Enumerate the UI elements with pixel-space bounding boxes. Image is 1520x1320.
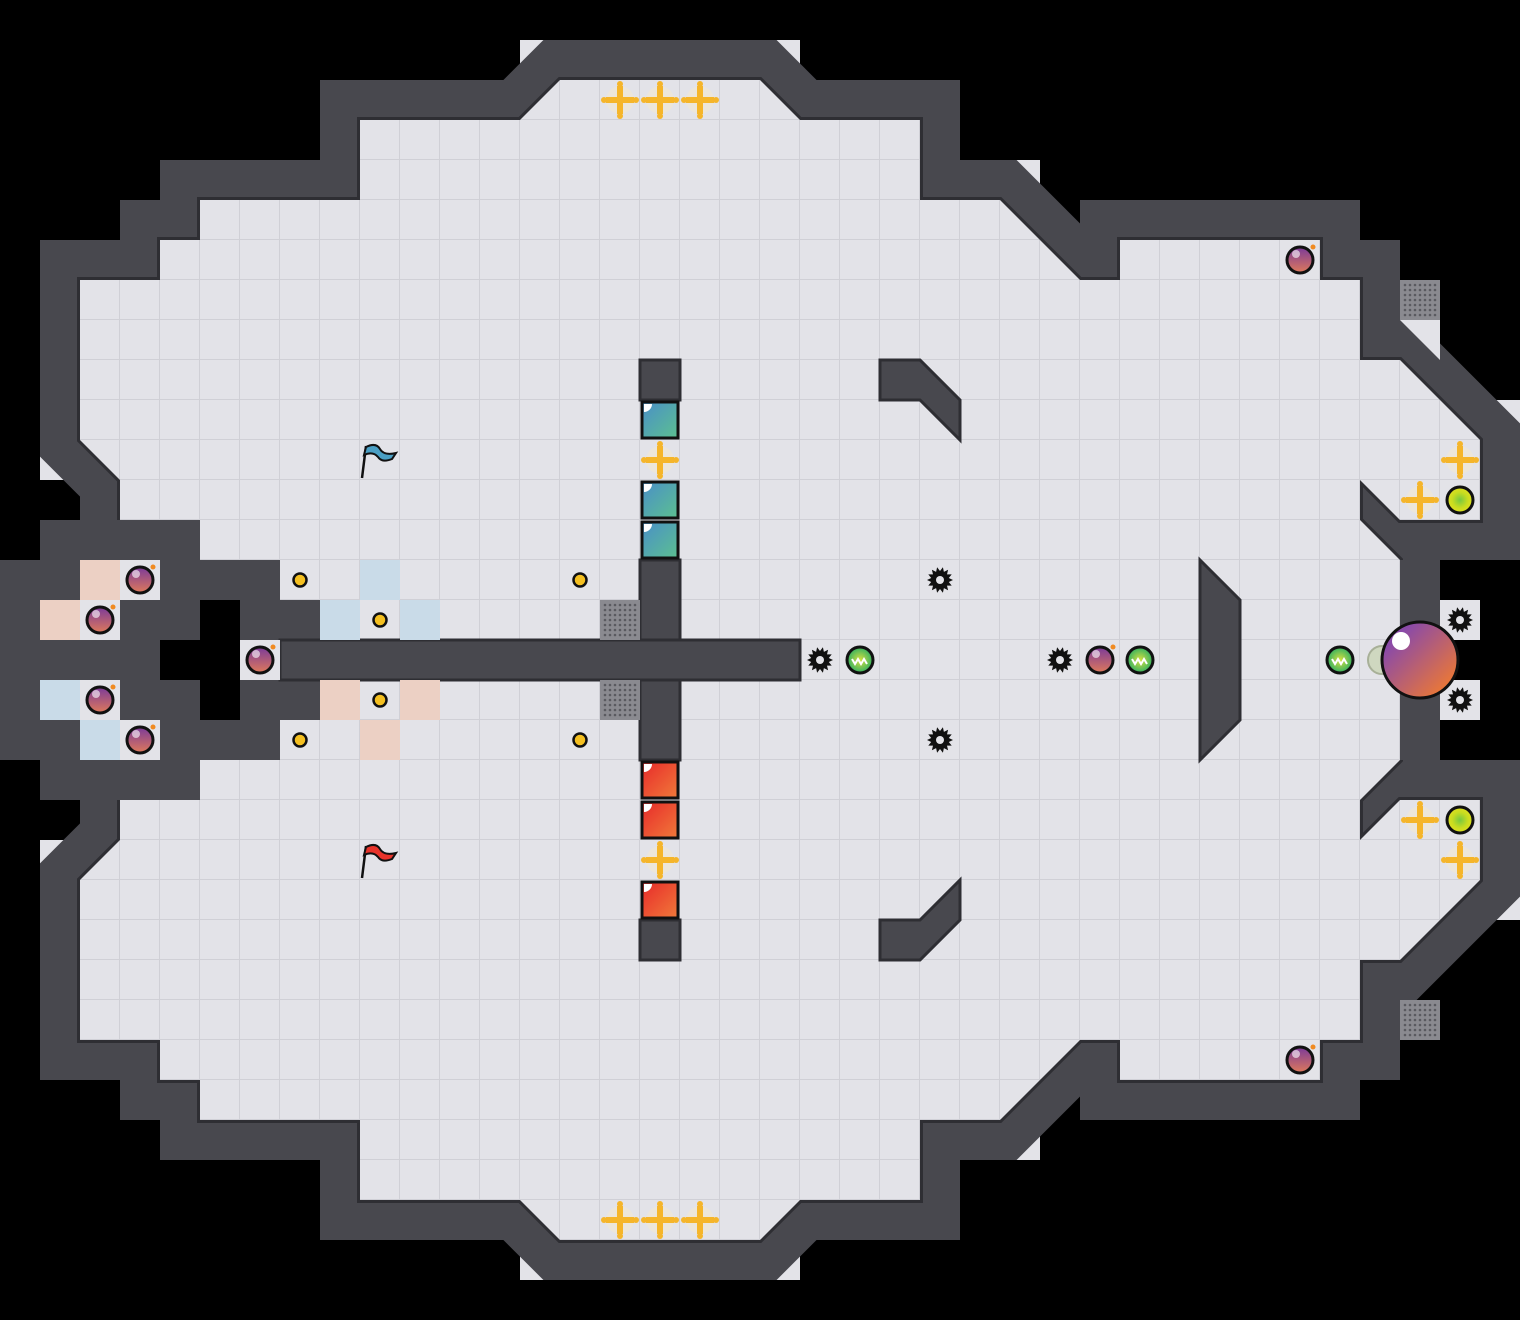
powerup-icon [1325, 645, 1355, 675]
grate-icon [1400, 280, 1440, 320]
walls [0, 40, 1520, 1280]
button-icon [572, 732, 588, 748]
bomb-icon [1085, 644, 1116, 675]
interior-wall [878, 876, 962, 962]
blue-gate-icon [640, 400, 680, 440]
blue-gate-icon [640, 480, 680, 520]
spike-icon [807, 647, 833, 673]
spike-icon [927, 727, 953, 753]
button-icon [292, 732, 308, 748]
red-gate-icon [640, 800, 680, 840]
boost-icon [601, 1201, 639, 1239]
red-team-tile [40, 600, 80, 640]
boost-icon [1441, 441, 1479, 479]
button-icon [292, 572, 308, 588]
left-pocket-wall [40, 760, 200, 800]
red-team-tile [80, 560, 120, 600]
button-icon [372, 692, 388, 708]
spike-icon [1447, 607, 1473, 633]
red-flag-icon [360, 843, 399, 879]
boost-icon [601, 81, 639, 119]
red-gate-icon [640, 880, 680, 920]
spike-icon [1447, 687, 1473, 713]
blue-team-tile [360, 560, 400, 600]
boost-icon [681, 81, 719, 119]
interior-wall [878, 358, 962, 444]
spike-icon [1047, 647, 1073, 673]
boost-icon [681, 1201, 719, 1239]
grate-icon [600, 680, 640, 720]
boost-icon [641, 81, 679, 119]
powerup-icon [845, 645, 875, 675]
spike-icon [927, 567, 953, 593]
grate-icon [600, 600, 640, 640]
blue-team-tile [80, 720, 120, 760]
items [85, 81, 1479, 1239]
pocket-floor [1400, 320, 1440, 360]
interior-wall [638, 918, 682, 962]
left-pocket-wall [40, 520, 200, 560]
grate-icon [1400, 1000, 1440, 1040]
boost-icon [1441, 841, 1479, 879]
red-team-tile [400, 680, 440, 720]
boost-icon [1401, 481, 1439, 519]
button-icon [572, 572, 588, 588]
bomb-icon [85, 604, 116, 635]
blue-gate-icon [640, 520, 680, 560]
interior-wall [638, 358, 682, 402]
yellow-ball-icon [1445, 805, 1475, 835]
yellow-ball-icon [1445, 485, 1475, 515]
red-team-tile [320, 680, 360, 720]
button-icon [372, 612, 388, 628]
bomb-icon [1285, 1044, 1316, 1075]
interior-wall [278, 638, 802, 682]
blue-flag-icon [360, 443, 399, 479]
bomb-icon [245, 644, 276, 675]
blue-team-tile [400, 600, 440, 640]
blue-team-tile [320, 600, 360, 640]
bomb-icon [125, 564, 156, 595]
boost-icon [641, 441, 679, 479]
bomb-icon [125, 724, 156, 755]
blue-team-tile [40, 680, 80, 720]
bomb-icon [1285, 244, 1316, 275]
bomb-icon [85, 684, 116, 715]
portal-icon [1380, 620, 1460, 700]
powerup-icon [1125, 645, 1155, 675]
interior-wall [1198, 556, 1242, 764]
red-team-tile [360, 720, 400, 760]
boost-icon [641, 841, 679, 879]
boost-icon [1401, 801, 1439, 839]
boost-icon [641, 1201, 679, 1239]
void [160, 640, 240, 680]
red-gate-icon [640, 760, 680, 800]
